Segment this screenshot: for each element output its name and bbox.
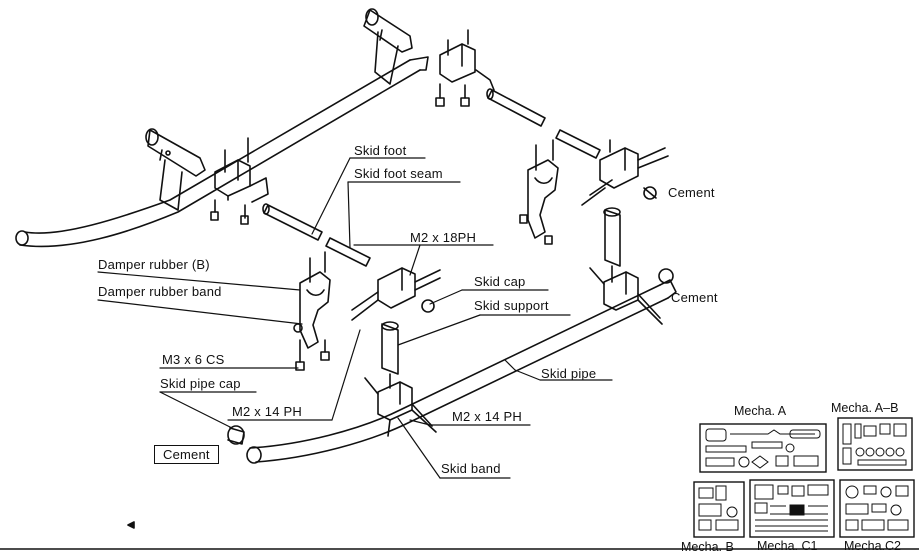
label-skid-cap: Skid cap xyxy=(474,274,526,289)
sheet-title-mecha-c1: Mecha. C1 xyxy=(757,539,818,553)
label-damper-rubber-band: Damper rubber band xyxy=(98,284,222,299)
label-skid-pipe-cap: Skid pipe cap xyxy=(160,376,241,391)
skid-foot-segment-left xyxy=(262,203,371,267)
sheet-c1-parts xyxy=(749,479,835,538)
sheet-title-mecha-a: Mecha. A xyxy=(734,404,787,418)
skid-foot-segment-right xyxy=(486,88,601,159)
middle-support xyxy=(351,267,441,389)
label-skid-support: Skid support xyxy=(474,298,549,313)
left-damper xyxy=(293,251,331,371)
arrow-mark xyxy=(127,521,135,529)
label-skid-foot-seam: Skid foot seam xyxy=(354,166,443,181)
sheet-c2-parts xyxy=(839,479,915,538)
label-skid-band: Skid band xyxy=(441,461,501,476)
leader-lines xyxy=(97,157,613,479)
sheet-ab-parts xyxy=(837,417,913,471)
lower-skid-band-right xyxy=(589,267,663,325)
label-cement-top: Cement xyxy=(668,185,715,200)
lower-skid-pipe xyxy=(246,268,677,464)
sheet-title-mecha-b: Mecha. B xyxy=(681,540,734,554)
label-skid-pipe: Skid pipe xyxy=(541,366,597,381)
sheet-b-parts xyxy=(693,481,745,538)
label-damper-rubber-b: Damper rubber (B) xyxy=(98,257,210,272)
upper-left-skid-band xyxy=(145,128,206,211)
upper-right-support xyxy=(435,29,495,107)
right-front-support xyxy=(581,139,669,283)
sheet-title-mecha-c2: Mecha.C2 xyxy=(844,539,901,553)
label-cement-box: Cement xyxy=(154,445,219,464)
label-cement-right: Cement xyxy=(671,290,718,305)
skid-pipe-cap xyxy=(227,425,245,445)
upper-right-skid-band xyxy=(363,8,413,85)
label-m2x14ph-left: M2 x 14 PH xyxy=(232,404,302,419)
upper-skid-pipe xyxy=(15,56,429,248)
upper-right-damper xyxy=(519,139,559,245)
sheet-a-parts xyxy=(699,423,827,473)
label-skid-foot: Skid foot xyxy=(354,143,407,158)
lower-skid-band-left xyxy=(364,377,437,437)
label-m2x18ph: M2 x 18PH xyxy=(410,230,477,245)
sheet-title-mecha-ab: Mecha. A–B xyxy=(831,401,899,415)
label-m3x6cs: M3 x 6 CS xyxy=(162,352,225,367)
label-m2x14ph-right: M2 x 14 PH xyxy=(452,409,522,424)
upper-middle-skid-support xyxy=(210,137,269,225)
